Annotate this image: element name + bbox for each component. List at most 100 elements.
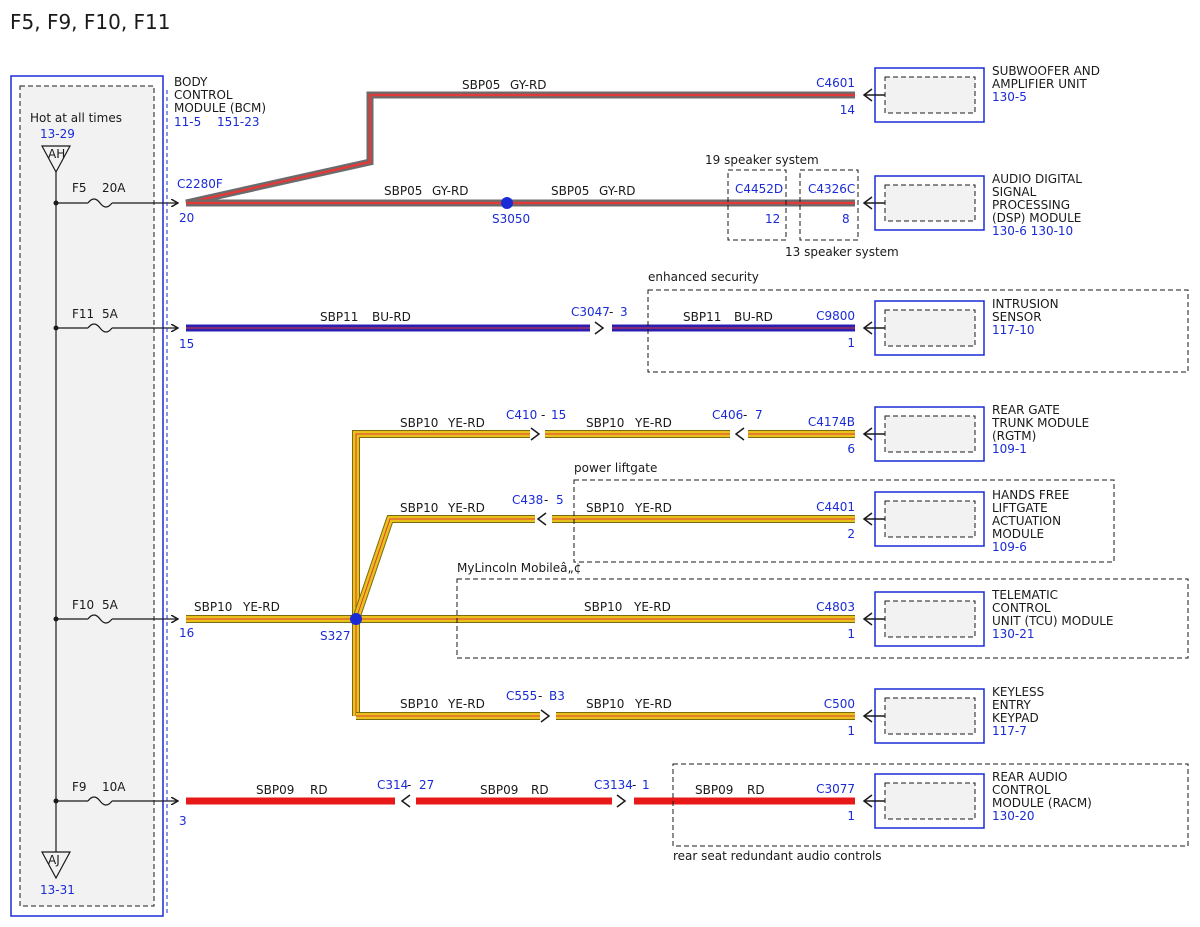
wire-sbp09-a-color: RD: [310, 783, 328, 797]
module-arrow: [862, 88, 873, 102]
module-arrow: [862, 321, 873, 335]
option-mylincoln-box: [456, 578, 1189, 659]
fuse-f10: F10 5A: [53, 598, 179, 624]
option-19-speaker: 19 speaker system: [705, 153, 819, 167]
module-name-line: TRUNK MODULE: [991, 416, 1089, 430]
wire-sbp10-rgtm-a-color: YE-RD: [447, 416, 485, 430]
wire-sbp05-b-circuit: SBP05: [551, 184, 589, 198]
fuse-f11-amps: 5A: [102, 307, 119, 321]
module-name-line: AUDIO DIGITAL: [992, 172, 1082, 186]
fuse-f5-amps: 20A: [102, 181, 126, 195]
module-pin: 1: [847, 627, 855, 641]
wire-sbp09-c-color: RD: [747, 783, 765, 797]
module-name-line: INTRUSION: [992, 297, 1059, 311]
option-liftgate-box: [573, 479, 1115, 563]
module-inner: [884, 782, 976, 820]
module-arrow: [862, 794, 873, 808]
svg-text:BODY: BODY: [174, 75, 208, 89]
module-arrow: [862, 512, 873, 526]
svg-text:-: -: [544, 493, 548, 507]
wire-sbp05: [185, 91, 855, 207]
wire-sbp10-rgtm-b-circuit: SBP10: [586, 416, 624, 430]
module-pin: 1: [847, 809, 855, 823]
module-arrow: [862, 612, 873, 626]
wire-sbp10-tcu-color: YE-RD: [633, 600, 671, 614]
hot-ref: 13-29: [40, 127, 75, 141]
c3047-pin: 3: [620, 305, 628, 319]
c410-label: C410: [506, 408, 537, 422]
splice-s3050: [501, 197, 513, 209]
option-security-box: [647, 289, 1189, 373]
splice-s3050-label: S3050: [492, 212, 530, 226]
module-connector: C4401: [816, 500, 855, 514]
module-inner: [884, 697, 976, 735]
module-connector: C4803: [816, 600, 855, 614]
option-13-speaker: 13 speaker system: [785, 245, 899, 259]
module-ref: 117-10: [992, 323, 1035, 337]
svg-text:-: -: [538, 689, 542, 703]
c4452d-pin: 12: [765, 212, 780, 226]
module-arrow: [862, 427, 873, 441]
c555-pin: B3: [549, 689, 565, 703]
aj-connector-label: AJ: [48, 853, 60, 867]
c406-label: C406: [712, 408, 743, 422]
module-name-line: MODULE: [992, 527, 1044, 541]
svg-text:-: -: [632, 778, 636, 792]
fuse-f10-name: F10: [72, 598, 94, 612]
splice-s327-label: S327: [320, 629, 351, 643]
ah-connector-triangle: [40, 145, 72, 174]
c3134-pin: 1: [642, 778, 650, 792]
module-connector: C500: [824, 697, 855, 711]
wire-sbp10-lift-b-circuit: SBP10: [586, 501, 624, 515]
module-name-line: (DSP) MODULE: [992, 211, 1081, 225]
wire-sbp09-a-circuit: SBP09: [256, 783, 294, 797]
wire-sbp10-lift-a-color: YE-RD: [447, 501, 485, 515]
svg-text:MODULE (BCM): MODULE (BCM): [174, 101, 266, 115]
bcm-pin-20: 20: [179, 211, 194, 225]
module-name-line: ENTRY: [992, 698, 1031, 712]
module-inner: [884, 309, 976, 347]
svg-text:11-5: 11-5: [174, 115, 201, 129]
option-security: enhanced security: [648, 270, 759, 284]
wire-sbp05-a-color: GY-RD: [432, 184, 469, 198]
bcm-label: BODY CONTROL MODULE (BCM) 11-5 151-23: [174, 75, 266, 129]
svg-text:151-23: 151-23: [217, 115, 260, 129]
option-13-speaker-box: [799, 169, 859, 241]
wire-sbp10-rgtm-a-circuit: SBP10: [400, 416, 438, 430]
c4452d-label: C4452D: [735, 182, 783, 196]
fuse-f5-name: F5: [72, 181, 87, 195]
c555-label: C555: [506, 689, 537, 703]
svg-text:-: -: [743, 408, 747, 422]
wire-sbp10-keypad-a-color: YE-RD: [447, 697, 485, 711]
wire-sbp05-top-circuit: SBP05: [462, 78, 500, 92]
fuse-f5: F5 20A: [53, 181, 179, 208]
c4326c-pin: 8: [842, 212, 850, 226]
fuse-f9: F9 10A: [53, 780, 179, 806]
module-arrow: [862, 196, 873, 210]
c3134-label: C3134: [594, 778, 633, 792]
module-connector: C4601: [816, 76, 855, 90]
svg-text:-: -: [609, 305, 613, 319]
module-connector: C3077: [816, 782, 855, 796]
wire-sbp10-keypad-b-color: YE-RD: [634, 697, 672, 711]
module-name-line: CONTROL: [992, 601, 1051, 615]
module-name-line: UNIT (TCU) MODULE: [992, 614, 1114, 628]
module-name-line: LIFTGATE: [992, 501, 1048, 515]
wire-sbp10-tcu-circuit: SBP10: [584, 600, 622, 614]
module-ref: 109-1: [992, 442, 1027, 456]
c438-label: C438: [512, 493, 543, 507]
c438-pin: 5: [556, 493, 564, 507]
module-inner: [884, 184, 976, 222]
module-ref: 130-5: [992, 90, 1027, 104]
fuse-f11: F11 5A: [53, 307, 179, 333]
module-ref: 130-20: [992, 809, 1035, 823]
svg-text:CONTROL: CONTROL: [174, 88, 233, 102]
bcm-pin-15: 15: [179, 337, 194, 351]
wire-sbp11-a-color: BU-RD: [372, 310, 411, 324]
module-ref: 117-7: [992, 724, 1027, 738]
module-connector: C4174B: [808, 415, 855, 429]
